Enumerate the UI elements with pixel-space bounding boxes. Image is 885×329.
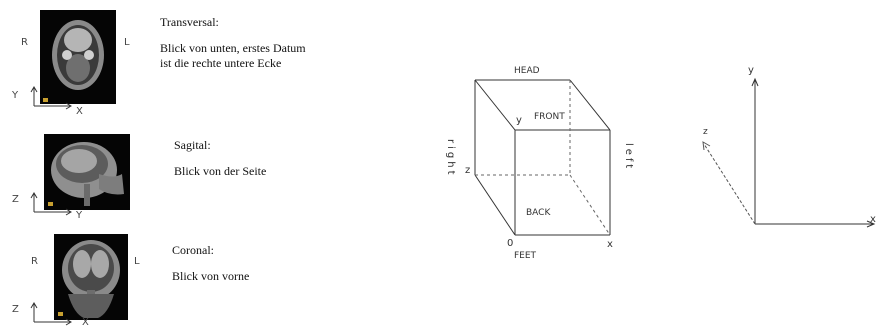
cube-hidden-edge (569, 174, 611, 236)
transversal-view: R L Y X Transversal: Blick von unten, er… (0, 0, 380, 118)
transversal-mri-image (40, 10, 116, 104)
axis-label-h: X (82, 317, 89, 328)
cube-label-front: FRONT (534, 112, 565, 122)
sagital-scan-graphic (48, 142, 124, 206)
transversal-desc-line1: Blick von unten, erstes Datum (160, 41, 306, 55)
coronal-desc: Blick von vorne (172, 269, 250, 283)
orientation-cube: HEAD FRONT BACK FEET y z x 0 right left (445, 66, 634, 261)
coronal-axes (30, 302, 72, 326)
cube-axis-z: z (465, 165, 470, 176)
axis-label-z: z (703, 127, 708, 137)
side-label-right: R (21, 37, 28, 48)
cube-axis-x: x (607, 239, 613, 250)
axis-label-h: X (76, 106, 83, 117)
axis-label-y: y (748, 65, 754, 76)
cube-edge (474, 174, 516, 236)
axis-label-v: Z (12, 304, 19, 315)
transversal-title: Transversal: (160, 15, 219, 29)
axis-label-v: Z (12, 194, 19, 205)
axis-label-v: Y (12, 90, 19, 101)
axis-label-h: Y (76, 210, 83, 221)
cube-edge (474, 79, 516, 131)
y-axis-arrow (751, 77, 759, 87)
sagital-view: Z Y Sagital: Blick von der Seite (0, 120, 380, 221)
sagital-mri-image (44, 134, 130, 210)
cube-label-back: BACK (526, 208, 551, 218)
side-label-left: L (134, 256, 140, 267)
coordinate-axes: y x z (702, 65, 876, 228)
side-label-left: L (124, 37, 130, 48)
cube-label-feet: FEET (514, 251, 537, 261)
transversal-desc-line2: ist die rechte untere Ecke (160, 56, 282, 70)
side-label-right: R (31, 256, 38, 267)
cube-label-head: HEAD (514, 66, 540, 76)
sagital-title: Sagital: (174, 138, 211, 152)
axis-label-x: x (870, 214, 876, 225)
x-axis-arrow (866, 220, 876, 228)
sagital-axes (30, 192, 72, 216)
coronal-mri-image (54, 234, 128, 320)
coronal-scan-graphic (58, 240, 120, 318)
coronal-view: R L Z X Coronal: Blick von vorne (0, 228, 380, 329)
z-axis-line (703, 143, 756, 225)
transversal-scan-graphic (43, 20, 104, 102)
transversal-axes (30, 86, 72, 110)
sagital-desc: Blick von der Seite (174, 164, 267, 178)
cube-origin: 0 (507, 238, 513, 249)
cube-edge (569, 79, 611, 131)
cube-label-right: right (445, 139, 456, 178)
z-axis-arrow (702, 141, 711, 151)
coronal-title: Coronal: (172, 243, 214, 257)
cube-axis-y: y (516, 115, 522, 126)
cube-label-left: left (623, 143, 634, 171)
